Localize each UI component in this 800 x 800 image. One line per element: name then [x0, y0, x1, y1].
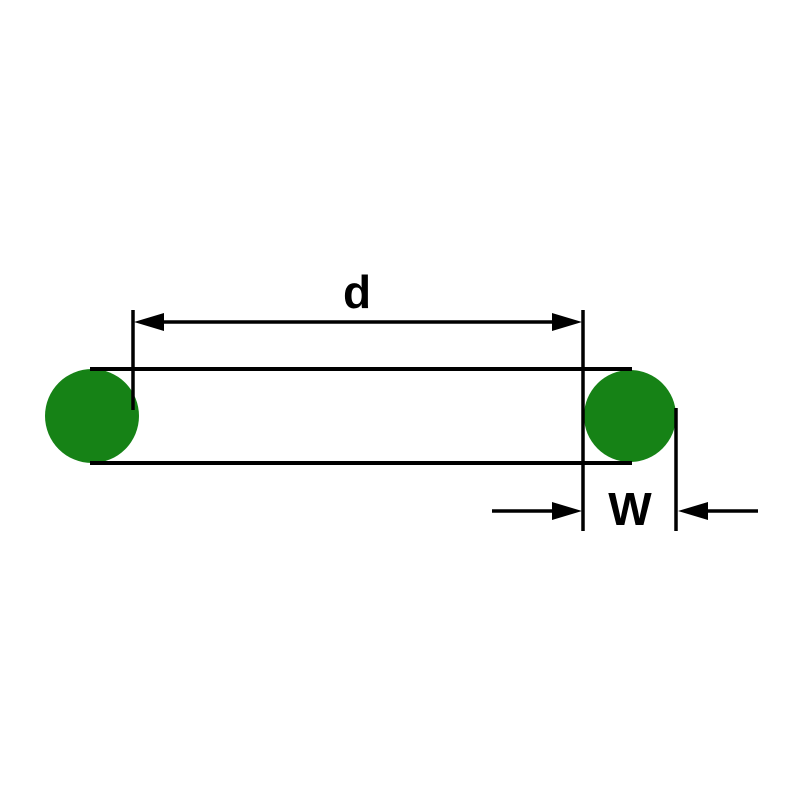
diameter-arrowhead-left-icon — [134, 313, 164, 331]
width-arrowhead-left-icon — [552, 502, 582, 520]
diameter-label: d — [343, 266, 371, 318]
diameter-arrowhead-right-icon — [552, 313, 582, 331]
width-label: W — [608, 483, 652, 535]
oring-left-cross-section — [45, 369, 139, 463]
width-arrowhead-right-icon — [678, 502, 708, 520]
oring-right-cross-section — [584, 370, 676, 462]
